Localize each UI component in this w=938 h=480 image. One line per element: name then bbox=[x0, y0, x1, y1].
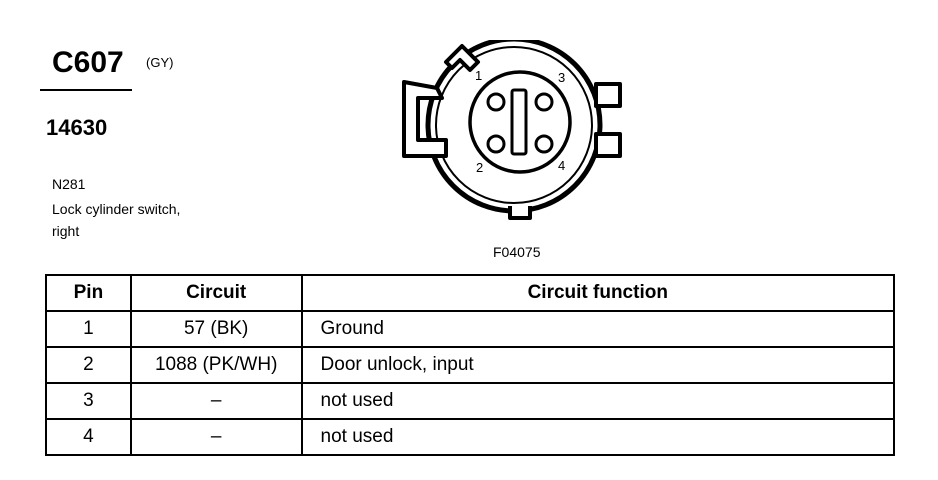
housing-key-tab bbox=[444, 44, 480, 72]
cell-pin: 2 bbox=[45, 346, 132, 384]
table-row: 4 – not used bbox=[45, 418, 896, 456]
pin-hole-2 bbox=[486, 134, 506, 154]
housing-left-wing bbox=[402, 80, 448, 158]
cell-pin: 1 bbox=[45, 310, 132, 348]
part-number: 14630 bbox=[46, 115, 108, 140]
cell-circuit: 57 (BK) bbox=[129, 310, 303, 348]
cell-circuit: – bbox=[129, 418, 303, 456]
component-description: Lock cylinder switch, right bbox=[52, 201, 181, 239]
pin-hole-1 bbox=[486, 92, 506, 112]
housing-right-tab-lower bbox=[594, 132, 622, 158]
pin-hole-4 bbox=[534, 134, 554, 154]
pinout-table: Pin Circuit Circuit function 1 57 (BK) G… bbox=[45, 274, 896, 456]
cell-circuit: 1088 (PK/WH) bbox=[129, 346, 303, 384]
component-code: N281 bbox=[52, 176, 86, 192]
header-pin: Pin bbox=[45, 274, 132, 312]
connector-face-diagram: 1 3 2 4 bbox=[402, 40, 622, 220]
cell-circuit: – bbox=[129, 382, 303, 420]
pin-face bbox=[468, 70, 572, 174]
table-header-row: Pin Circuit Circuit function bbox=[45, 274, 896, 312]
figure-id: F04075 bbox=[493, 244, 541, 260]
cell-function: not used bbox=[300, 382, 896, 420]
table-row: 3 – not used bbox=[45, 382, 896, 420]
cell-function: Ground bbox=[300, 310, 896, 348]
pin-hole-3 bbox=[534, 92, 554, 112]
cell-pin: 3 bbox=[45, 382, 132, 420]
connector-rule bbox=[40, 89, 132, 91]
cell-pin: 4 bbox=[45, 418, 132, 456]
center-blade bbox=[510, 88, 528, 156]
pin-label-2: 2 bbox=[476, 160, 483, 175]
pin-label-1: 1 bbox=[475, 68, 482, 83]
cell-function: Door unlock, input bbox=[300, 346, 896, 384]
connector-id: C607 bbox=[52, 46, 124, 79]
connector-housing-inner bbox=[435, 46, 593, 204]
housing-bottom-latch bbox=[508, 206, 532, 220]
pin-label-3: 3 bbox=[558, 70, 565, 85]
connector-color: (GY) bbox=[146, 55, 174, 70]
header-circuit-function: Circuit function bbox=[300, 274, 896, 312]
pin-label-4: 4 bbox=[558, 158, 565, 173]
housing-right-tab-upper bbox=[594, 82, 622, 108]
table-row: 1 57 (BK) Ground bbox=[45, 310, 896, 348]
cell-function: not used bbox=[300, 418, 896, 456]
table-row: 2 1088 (PK/WH) Door unlock, input bbox=[45, 346, 896, 384]
header-circuit: Circuit bbox=[129, 274, 303, 312]
